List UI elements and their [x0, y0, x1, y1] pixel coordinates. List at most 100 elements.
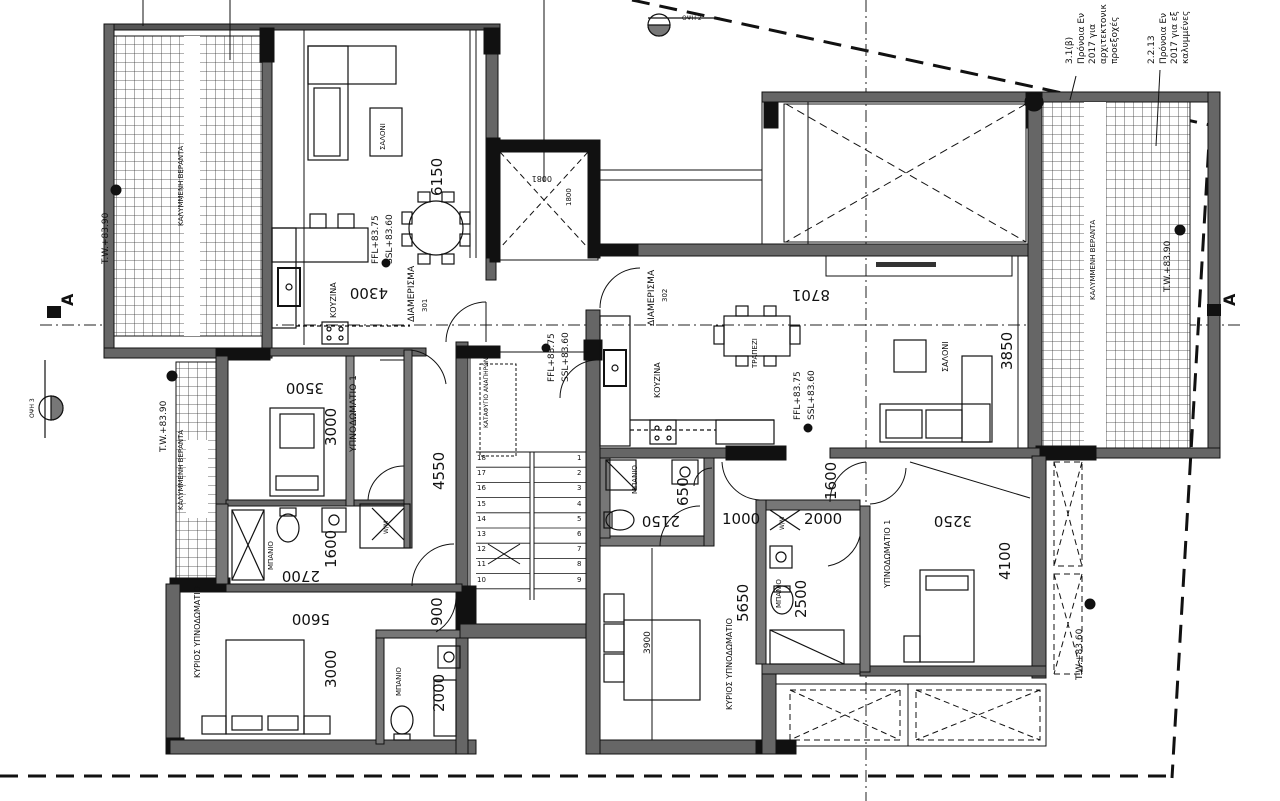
room-label-saloni-301: ΣΑΛΟΝΙ — [379, 123, 387, 150]
dim-1600-301: 1600 — [322, 529, 340, 568]
level-markers — [110, 92, 1186, 610]
small-veranda-level: T.W.+83.90 — [159, 400, 169, 452]
kitchen-301 — [271, 213, 410, 345]
stair-number: 1 — [577, 454, 582, 462]
bathroom2-301 — [390, 645, 461, 741]
walls-apartment-301 — [103, 23, 501, 755]
note-line: καλυμμένες — [1181, 10, 1191, 64]
dim-2150: 2150 — [641, 512, 680, 530]
stair-number: 2 — [577, 469, 582, 478]
stair-number: 15 — [477, 499, 486, 508]
ffl-302: FFL+83.75 — [793, 371, 803, 420]
dim-8701: 8701 — [791, 286, 830, 304]
bed-master-302 — [603, 593, 701, 701]
note-line: 2017 για εξ — [1170, 11, 1180, 64]
veranda-right-tiles — [1039, 101, 1191, 449]
table-label-302: ΤΡΑΠΕΖΙ — [751, 338, 759, 368]
note-line: αρχιτεκτονικ — [1099, 4, 1109, 64]
stair-number: 18 — [477, 454, 486, 462]
shaft-dim-side: 1800 — [565, 188, 573, 206]
door-swings-301 — [367, 301, 487, 633]
ssl-302: SSL+83.60 — [807, 370, 817, 420]
note-line: Πρόνοια Εν — [1159, 12, 1169, 64]
veranda-left-label: ΚΑΛΥΜΜΕΝΗ ΒΕΡΑΝΤΑ — [177, 145, 185, 226]
stair-number: 14 — [477, 514, 486, 523]
veranda-label-302: ΚΑΛΥΜΜΕΝΗ ΒΕΡΑΝΤΑ — [1089, 219, 1097, 300]
kitchen-302 — [599, 315, 775, 447]
room-label-bath2-302: ΜΠΑΝΙΟ — [775, 579, 783, 608]
storage-crosses — [789, 461, 1083, 741]
dim-1000: 1000 — [722, 510, 761, 528]
dim-6150: 6150 — [428, 157, 446, 196]
apartment-label-302: ΔΙΑΜΕΡΙΣΜΑ — [647, 269, 657, 326]
stair-number: 12 — [477, 545, 486, 554]
right-level: T.W.+83.60 — [1075, 628, 1085, 680]
stair-number: 17 — [477, 469, 486, 478]
corridor-walls — [559, 169, 1045, 755]
apartment-number-302: 302 — [661, 288, 669, 302]
dim-4100: 4100 — [996, 541, 1014, 580]
dining-table-301 — [401, 191, 471, 265]
dining-table-302 — [713, 305, 801, 367]
stair-number: 6 — [577, 530, 582, 538]
dim-4550: 4550 — [430, 451, 448, 490]
room-label-bedroom1-301: ΥΠΝΟΔΩΜΑΤΙΟ 1 — [349, 375, 359, 452]
apartment-number-301: 301 — [421, 298, 429, 312]
dim-3000-a: 3000 — [322, 407, 340, 446]
dim-2700: 2700 — [281, 567, 320, 585]
dim-2500: 2500 — [792, 579, 810, 618]
bed-bedroom1-301 — [269, 407, 325, 497]
shaft — [489, 0, 601, 263]
section-label-right: A — [1220, 293, 1239, 306]
ssl-301: SSL+83.60 — [385, 214, 395, 264]
room-label-saloni-302: ΣΑΛΟΝΙ — [941, 341, 950, 372]
sofa-301 — [307, 45, 403, 161]
stair-number: 16 — [477, 484, 486, 493]
bed-master-301 — [201, 639, 331, 735]
bathroom-302 — [603, 459, 845, 665]
stair-number: 5 — [577, 514, 582, 523]
dim-3000-b: 3000 — [322, 649, 340, 688]
stair-number: 13 — [477, 530, 486, 538]
veranda-level-302: T.W.+83.90 — [1163, 240, 1173, 292]
room-label-kitchen-301: ΚΟΥΖΙΝΑ — [329, 282, 338, 318]
sofa-302 — [879, 339, 993, 443]
view-label-top: ΟΨΗ 2 — [682, 15, 702, 22]
room-label-bedroom1-302: ΥΠΝΟΔΩΜΑΤΙΟ 1 — [883, 519, 892, 588]
dim-1600-302: 1600 — [822, 461, 840, 500]
dim-5600: 5600 — [291, 610, 330, 628]
dim-3500: 3500 — [285, 379, 324, 397]
note2-ref: 2.2.13 — [1147, 35, 1157, 64]
small-veranda-label: ΚΑΛΥΜΜΕΝΗ ΒΕΡΑΝΤΑ — [177, 429, 185, 510]
stair-number: 9 — [577, 575, 582, 584]
storage-label: ΚΑΤΑΦΥΓΙΟ ΑΝΑΠΗΡΩΝ — [483, 357, 490, 428]
dim-5650: 5650 — [734, 583, 752, 622]
bed-bedroom1-302 — [903, 569, 975, 663]
dim-2000-302: 2000 — [804, 510, 843, 528]
room-label-master-301: ΚΥΡΙΟΣ ΥΠΝΟΔΩΜΑΤΙΟ — [193, 586, 202, 678]
section-markers — [47, 304, 1221, 318]
dim-2000-301: 2000 — [430, 673, 448, 712]
bed-dim-3900: 3900 — [643, 631, 653, 654]
dim-3250: 3250 — [933, 512, 972, 530]
ffl-301: FFL+83.75 — [371, 215, 381, 264]
room-label-bath-301: ΜΠΑΝΙΟ — [267, 541, 275, 570]
room-label-bath-302: ΜΠΑΝΙΟ — [631, 465, 639, 494]
view-label-left: ΟΨΗ 3 — [29, 398, 36, 418]
stair-number: 7 — [577, 545, 582, 554]
stair-number: 10 — [477, 575, 486, 584]
wm-302: W/M — [779, 516, 786, 530]
room-label-kitchen-302: ΚΟΥΖΙΝΑ — [653, 362, 662, 398]
dim-650: 650 — [674, 477, 692, 506]
stair-number: 8 — [577, 560, 582, 569]
room-label-bath2-301: ΜΠΑΝΙΟ — [395, 667, 403, 696]
wm-301: W/M — [383, 520, 390, 534]
stair-number: 11 — [477, 560, 486, 569]
note-line: Πρόνοια Εν — [1077, 12, 1087, 64]
dim-900: 900 — [428, 597, 446, 626]
section-label-left: A — [58, 293, 77, 306]
note-leaders — [1069, 69, 1161, 147]
dim-4300: 4300 — [349, 284, 388, 302]
shaft-dim-top: 0081 — [531, 174, 552, 183]
